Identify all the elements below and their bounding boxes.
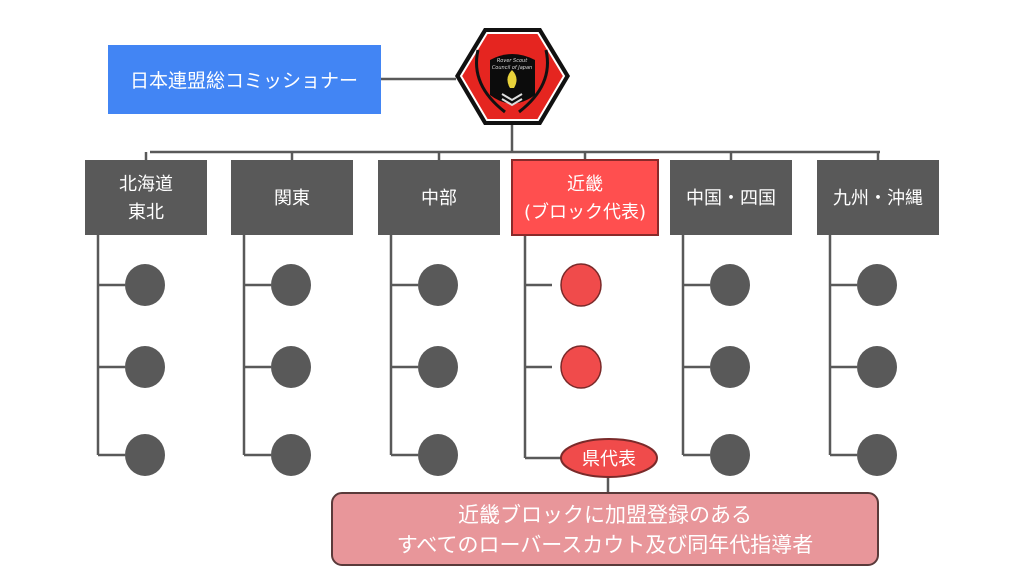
member-node — [560, 263, 602, 307]
logo-text-1: Rover Scout — [497, 58, 528, 64]
logo-text-2: Council of Japan — [492, 65, 532, 71]
member-node — [710, 434, 750, 476]
member-node — [271, 434, 311, 476]
member-node — [271, 346, 311, 388]
members-line-1: 近畿ブロックに加盟登録のある — [458, 503, 752, 527]
block-label-2: (ブロック代表) — [524, 201, 646, 223]
members-line-2: すべてのローバースカウト及び同年代指導者 — [397, 533, 813, 557]
member-node — [418, 346, 458, 388]
block-box: 九州・沖縄 — [817, 160, 939, 235]
block-label: 関東 — [274, 188, 310, 209]
block-box: 中部 — [378, 160, 500, 235]
member-node — [560, 345, 602, 389]
member-node — [418, 434, 458, 476]
block-label: 中国・四国 — [686, 188, 776, 209]
member-node — [125, 434, 165, 476]
members-box: 近畿ブロックに加盟登録のある すべてのローバースカウト及び同年代指導者 — [331, 492, 879, 566]
commissioner-box: 日本連盟総コミッショナー — [108, 45, 381, 114]
block-box: 中国・四国 — [670, 160, 792, 235]
member-node — [125, 346, 165, 388]
member-node — [710, 264, 750, 306]
block-label-2: 東北 — [128, 202, 164, 223]
block-box: 関東 — [231, 160, 353, 235]
prefecture-rep-node: 県代表 — [560, 438, 658, 478]
block-label: 北海道 — [119, 174, 173, 195]
member-node — [271, 264, 311, 306]
rover-scout-logo: Rover Scout Council of Japan — [455, 28, 570, 125]
fleur-de-lis-icon — [507, 70, 517, 88]
block-label: 九州・沖縄 — [833, 188, 923, 209]
member-node — [857, 264, 897, 306]
prefecture-rep-label: 県代表 — [582, 449, 636, 470]
block-label: 中部 — [421, 188, 457, 209]
commissioner-label: 日本連盟総コミッショナー — [130, 70, 358, 92]
member-node — [125, 264, 165, 306]
member-node — [857, 346, 897, 388]
block-box: 近畿 (ブロック代表) — [511, 159, 659, 236]
member-node — [857, 434, 897, 476]
block-label: 近畿 — [567, 174, 603, 195]
member-node — [418, 264, 458, 306]
member-node — [710, 346, 750, 388]
